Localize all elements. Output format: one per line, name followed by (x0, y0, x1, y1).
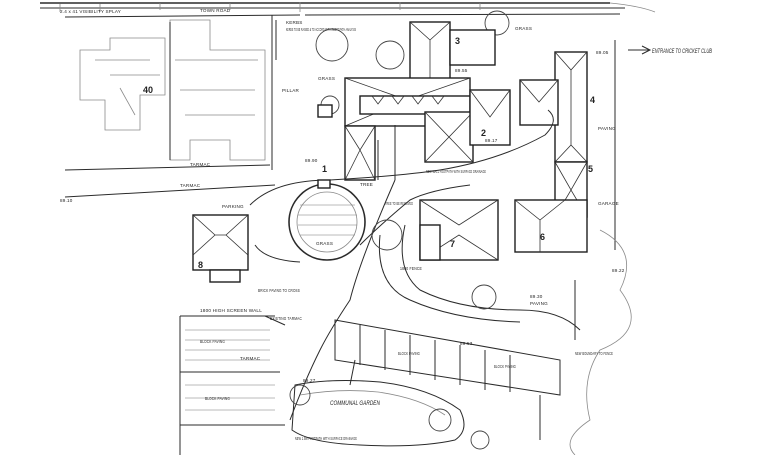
building-plot-8 (192, 214, 249, 283)
communal-garden-label: COMMUNAL GARDEN (330, 400, 380, 407)
grass-label-2: GRASS (318, 76, 335, 81)
entrance-label: ENTRANCE TO CRICKET CLUB (652, 48, 712, 55)
path-lines-main (377, 125, 396, 180)
pillar-label: PILLAR (282, 88, 300, 93)
road-edges (40, 2, 656, 18)
parking-label: PARKING (222, 204, 244, 209)
plot-number-40: 40 (143, 85, 153, 95)
plot-number-6: 6 (540, 232, 545, 242)
level-label-9: 89.27 (303, 378, 316, 383)
screen-wall-label: 1800 HIGH SCREEN WALL (200, 308, 262, 313)
visibility-splay-label: 2.4 x 41 VISIBILITY SPLAY (60, 9, 121, 14)
east-hedge (569, 229, 632, 455)
west-lower-plots (179, 315, 286, 455)
existing-tarmac-label: EXISTING TARMAC (270, 316, 302, 321)
plot-number-3: 3 (455, 36, 460, 46)
level-label-1: 89.10 (60, 198, 73, 203)
building-main (317, 77, 511, 181)
level-label-7: 89.30 (530, 294, 543, 299)
building-plot-6 (514, 199, 588, 253)
block-paving-label-2: BLOCK PAVING (205, 396, 230, 401)
tree-icon (471, 284, 497, 310)
existing-house-north (169, 15, 273, 170)
kerbs-note-1: KERBS (286, 20, 303, 25)
building-plot-7 (419, 199, 499, 261)
plot-number-5: 5 (588, 164, 593, 174)
level-label-6: 89.22 (612, 268, 625, 273)
level-label-8: 89.53 (460, 341, 473, 346)
block-paving-label-3: BLOCK PAVING (398, 351, 420, 356)
level-label-4: 89.05 (596, 50, 609, 55)
plot-number-4: 4 (590, 95, 595, 105)
paving-label-1: PAVING (598, 126, 616, 131)
garage-label: GARAGE (598, 201, 619, 206)
level-label-2: 89.90 (305, 158, 318, 163)
boundary-line-2 (64, 184, 276, 198)
level-label-5: 89.17 (485, 138, 498, 143)
building-plot-4-5 (519, 51, 588, 218)
paving-label-2: PAVING (530, 301, 548, 306)
grass-label-3: GRASS (316, 241, 333, 246)
block-paving-label-1: BLOCK PAVING (200, 339, 225, 344)
garage-courts-south (334, 319, 561, 440)
road-label: TOWN ROAD (200, 8, 231, 13)
boundary-line-1 (64, 164, 271, 171)
plot-number-2: 2 (481, 128, 486, 138)
tarmac-label-1: TARMAC (190, 162, 211, 167)
plot-number-7: 7 (450, 239, 455, 249)
new-wall-label: NEW WALL FOOTPATH WITH SURFACE DRAINAGE (426, 169, 486, 174)
entrance-arrow (628, 45, 652, 55)
winding-footpath (289, 179, 581, 421)
boundary-label: NEW BOUNDARY TO FENCE (575, 351, 613, 356)
new-footpath-label: NEW 1.5M FOOTPATH WITH SURFACE DRAINAGE (295, 436, 357, 441)
brick-paving-label: BRICK PAVING TO CROSS (258, 288, 300, 293)
tarmac-label-2: TARMAC (180, 183, 201, 188)
plot-number-8: 8 (198, 260, 203, 270)
grass-label-1: GRASS (515, 26, 532, 31)
tarmac-label-3: TARMAC (240, 356, 261, 361)
block-paving-label-4: BLOCK PAVING (494, 364, 516, 369)
kerbs-note: KERBS TO BE RAISED & TO ACCORD WITH SWEP… (286, 27, 356, 32)
tree-removed-label: TREE TO BE REMOVED (385, 201, 413, 206)
communal-garden-area (289, 380, 490, 450)
level-label-3: 89.55 (455, 68, 468, 73)
tree-icon (371, 219, 403, 251)
existing-house-40 (79, 37, 166, 131)
fence-label: 1800 FENCE (400, 266, 422, 271)
tree-label: TREE (360, 182, 373, 187)
plot-number-1: 1 (322, 164, 327, 174)
pillar-marker (317, 179, 331, 189)
